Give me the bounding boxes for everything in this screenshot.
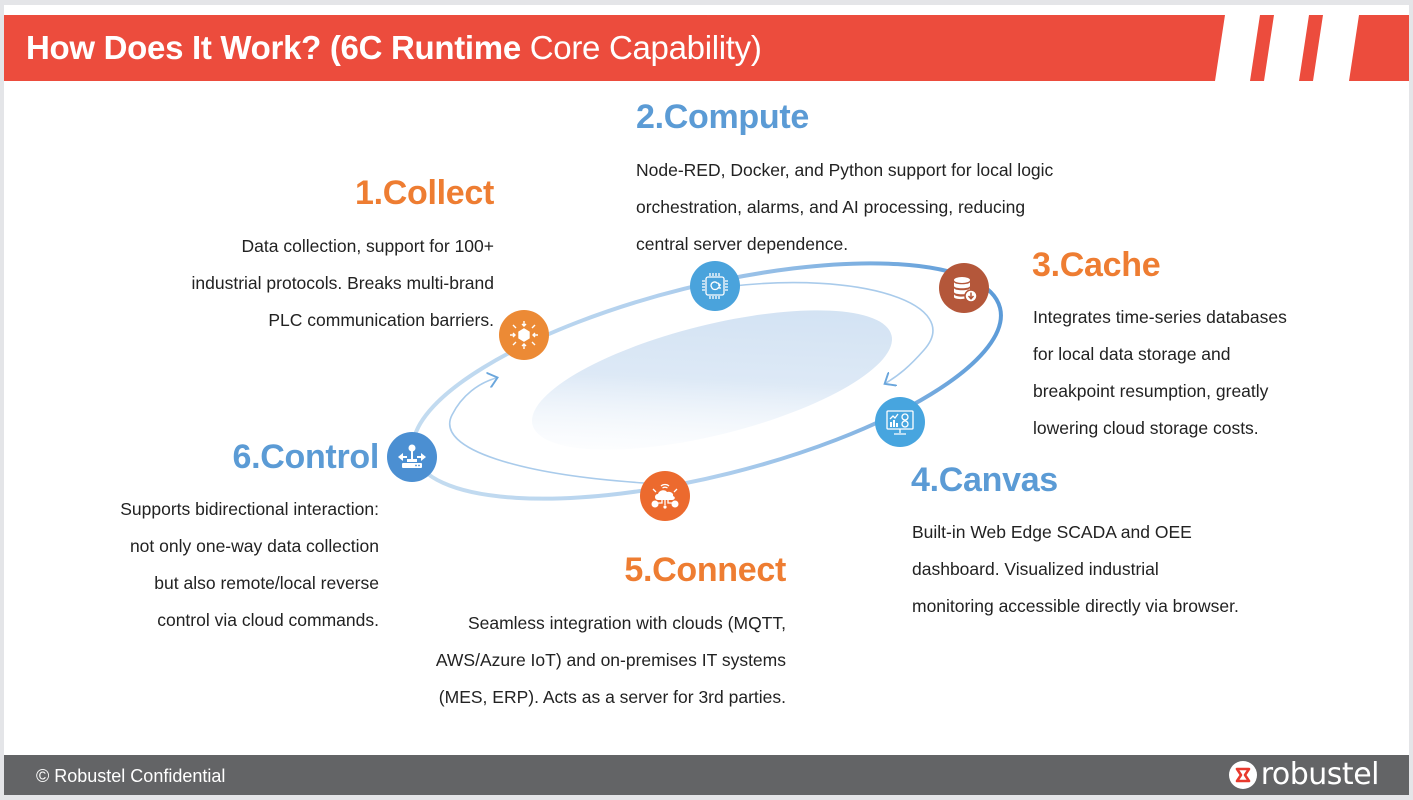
control-line: not only one-way data collection bbox=[129, 536, 379, 556]
compute-title: 2.Compute bbox=[636, 98, 809, 136]
connect-line: (MES, ERP). Acts as a server for 3rd par… bbox=[438, 687, 786, 707]
connect-description: Seamless integration with clouds (MQTT, … bbox=[386, 605, 786, 716]
control-description: Supports bidirectional interaction: not … bbox=[79, 491, 379, 639]
canvas-node[interactable] bbox=[875, 397, 925, 447]
compute-description: Node-RED, Docker, and Python support for… bbox=[636, 152, 1053, 263]
cache-description: Integrates time-series databases for loc… bbox=[1033, 299, 1287, 447]
database-download-icon bbox=[954, 277, 978, 303]
canvas-title: 4.Canvas bbox=[911, 461, 1058, 499]
cache-line: Integrates time-series databases bbox=[1033, 307, 1287, 327]
slide: How Does It Work? (6C Runtime Core Capab… bbox=[4, 5, 1409, 795]
ai-chip-icon bbox=[702, 273, 728, 299]
collect-line: industrial protocols. Breaks multi-brand bbox=[191, 273, 495, 293]
compute-line: central server dependence. bbox=[636, 234, 849, 254]
compute-line: orchestration, alarms, and AI processing… bbox=[636, 197, 1026, 217]
canvas-line: monitoring accessible directly via brows… bbox=[912, 596, 1239, 616]
cache-node[interactable] bbox=[939, 263, 989, 313]
robustel-logo-text: robustel bbox=[1260, 757, 1380, 792]
connect-node[interactable] bbox=[640, 471, 690, 521]
header-stripes bbox=[4, 15, 1409, 81]
control-title: 6.Control bbox=[232, 438, 379, 476]
dashboard-monitor-icon bbox=[886, 410, 914, 435]
collect-node[interactable] bbox=[499, 310, 549, 360]
collect-title: 1.Collect bbox=[354, 174, 494, 212]
control-line: Supports bidirectional interaction: bbox=[120, 499, 379, 519]
cache-line: for local data storage and bbox=[1033, 344, 1231, 364]
header-bar: How Does It Work? (6C Runtime Core Capab… bbox=[4, 15, 1409, 81]
robustel-logo: robustel bbox=[1228, 757, 1380, 792]
collect-description: Data collection, support for 100+ indust… bbox=[144, 228, 495, 339]
control-line: control via cloud commands. bbox=[157, 610, 379, 630]
connect-line: AWS/Azure IoT) and on-premises IT system… bbox=[435, 650, 786, 670]
title-bold: How Does It Work? (6C Runtime bbox=[26, 29, 521, 66]
cloud-network-icon bbox=[651, 483, 679, 509]
collect-line: Data collection, support for 100+ bbox=[241, 236, 494, 256]
connect-title: 5.Connect bbox=[624, 551, 786, 589]
inner-arrow-right bbox=[723, 281, 934, 383]
inner-arrow-left bbox=[449, 378, 645, 484]
control-line: but also remote/local reverse bbox=[154, 573, 379, 593]
robustel-logo-mark-icon bbox=[1228, 761, 1257, 789]
collect-line: PLC communication barriers. bbox=[268, 310, 494, 330]
canvas-line: Built-in Web Edge SCADA and OEE bbox=[912, 522, 1192, 542]
connect-line: Seamless integration with clouds (MQTT, bbox=[467, 613, 786, 633]
center-disc bbox=[532, 310, 892, 450]
title-light: Core Capability) bbox=[529, 29, 762, 66]
box-inputs-icon bbox=[510, 321, 538, 349]
cache-line: breakpoint resumption, greatly bbox=[1033, 381, 1269, 401]
control-node[interactable] bbox=[387, 432, 437, 482]
cache-title: 3.Cache bbox=[1032, 246, 1161, 284]
page-title: How Does It Work? (6C Runtime Core Capab… bbox=[26, 28, 762, 68]
compute-line: Node-RED, Docker, and Python support for… bbox=[636, 160, 1054, 180]
cache-line: lowering cloud storage costs. bbox=[1033, 418, 1259, 438]
canvas-line: dashboard. Visualized industrial bbox=[912, 559, 1159, 579]
canvas-description: Built-in Web Edge SCADA and OEE dashboar… bbox=[912, 514, 1239, 625]
footer: © Robustel Confidential robustel bbox=[4, 755, 1409, 795]
compute-node[interactable] bbox=[690, 261, 740, 311]
copyright-text: © Robustel Confidential bbox=[36, 766, 226, 786]
joystick-control-icon bbox=[398, 444, 426, 468]
